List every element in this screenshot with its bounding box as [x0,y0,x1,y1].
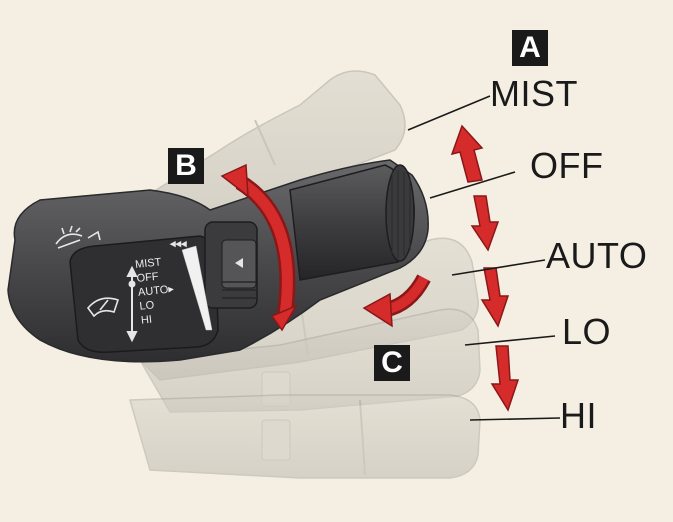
windshield-icon [86,297,120,318]
label-auto: AUTO [546,235,648,276]
ghost-lever-hi [129,394,481,479]
rotation-arrow-b [220,163,298,332]
lever-panel-labels: MIST OFF AUTO▸ LO HI [134,254,177,327]
badge-b: B [168,148,204,184]
pull-arrow-c [362,274,431,328]
label-lo: LO [562,311,612,352]
label-off: OFF [530,145,604,186]
position-arrows-a [450,124,520,412]
selector-arrow [126,265,138,343]
washer-icon [55,225,101,249]
label-mist: MIST [490,73,578,114]
badge-a: A [512,30,548,66]
leader-lines [407,95,561,421]
wiper-lever: ◂◂◂ [7,159,429,363]
svg-text:◂◂◂: ◂◂◂ [169,238,187,250]
badge-c: C [374,345,410,381]
label-hi: HI [560,395,597,436]
